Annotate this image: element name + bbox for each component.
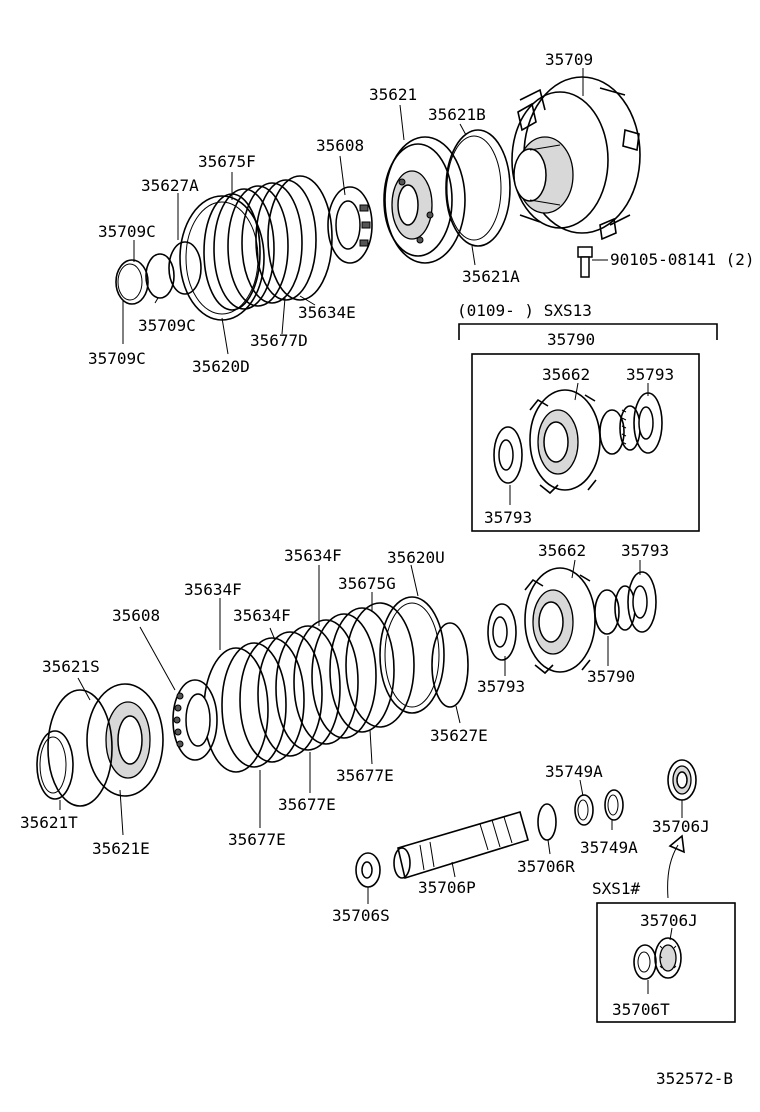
label-35709C-a: 35709C [98, 222, 156, 241]
label-35620U: 35620U [387, 548, 445, 567]
label-35621S: 35621S [42, 657, 100, 676]
bearing-35706J [667, 759, 697, 801]
rings-lower [379, 596, 469, 714]
label-35634E: 35634E [298, 303, 356, 322]
label-35706P: 35706P [418, 878, 476, 897]
label-35709C-c: 35709C [88, 349, 146, 368]
label-35706J-box: 35706J [640, 911, 698, 930]
snap-rings-top [115, 241, 202, 305]
gear-assembly-box [493, 389, 663, 495]
label-35709C-b: 35709C [138, 316, 196, 335]
label-35706S: 35706S [332, 906, 390, 925]
label-35677E-c: 35677E [228, 830, 286, 849]
label-35621E: 35621E [92, 839, 150, 858]
label-35709: 35709 [545, 50, 593, 69]
reference-number: 352572-B [656, 1069, 733, 1088]
label-35749A-a: 35749A [545, 762, 603, 781]
drum-35709 [511, 76, 641, 241]
rings-35749A [574, 789, 624, 826]
label-35620D: 35620D [192, 357, 250, 376]
label-35662-box: 35662 [542, 365, 590, 384]
one-way-clutch-35608-top [327, 186, 373, 264]
label-35749A-b: 35749A [580, 838, 638, 857]
label-sxs1: SXS1# [592, 879, 641, 898]
label-35793-b: 35793 [477, 677, 525, 696]
label-35621: 35621 [369, 85, 417, 104]
label-35790-box: 35790 [547, 330, 595, 349]
leaders-lower [59, 559, 641, 836]
bracket-sxs13 [458, 323, 718, 340]
label-35675G: 35675G [338, 574, 396, 593]
label-35621A: 35621A [462, 267, 520, 286]
label-35634F-c: 35634F [233, 606, 291, 625]
label-35677E-b: 35677E [278, 795, 336, 814]
label-35793-box-b: 35793 [484, 508, 532, 527]
label-35677E-a: 35677E [336, 766, 394, 785]
label-35675F: 35675F [198, 152, 256, 171]
bearing-set-box [633, 937, 682, 980]
gear-assembly-lower [487, 567, 657, 675]
one-way-clutch-35608-lower [172, 679, 218, 761]
label-35608-mid: 35608 [112, 606, 160, 625]
label-35793-a: 35793 [621, 541, 669, 560]
box-sxs1 [596, 902, 736, 1023]
leaders-top [122, 68, 584, 355]
bolt-90105 [577, 246, 608, 278]
clutch-plates-lower [203, 602, 415, 773]
leader-box2 [647, 927, 673, 994]
label-35634F-a: 35634F [284, 546, 342, 565]
clutch-plates-top [179, 175, 333, 321]
label-sxs13-range: (0109- ) SXS13 [457, 301, 592, 320]
label-35706J: 35706J [652, 817, 710, 836]
input-shaft-35706P [393, 811, 529, 880]
label-35677D: 35677D [250, 331, 308, 350]
leaders-shaft [367, 779, 683, 904]
arrow-sxs1 [667, 834, 685, 899]
label-35627E: 35627E [430, 726, 488, 745]
label-35621T: 35621T [20, 813, 78, 832]
label-35706T: 35706T [612, 1000, 670, 1019]
leader-box [509, 382, 649, 505]
label-35608-top: 35608 [316, 136, 364, 155]
label-35621B: 35621B [428, 105, 486, 124]
label-35627A: 35627A [141, 176, 199, 195]
label-35790: 35790 [587, 667, 635, 686]
washer-35706S [355, 852, 381, 888]
label-35634F-b: 35634F [184, 580, 242, 599]
snap-ring-35706R [537, 803, 557, 841]
seal-35621B [445, 129, 511, 247]
piston-35621 [383, 136, 466, 264]
piston-35621E [36, 683, 164, 807]
label-35793-box-a: 35793 [626, 365, 674, 384]
label-90105: 90105-08141 (2) [610, 250, 755, 269]
label-35662: 35662 [538, 541, 586, 560]
label-35706R: 35706R [517, 857, 575, 876]
box-sxs13 [471, 353, 700, 532]
